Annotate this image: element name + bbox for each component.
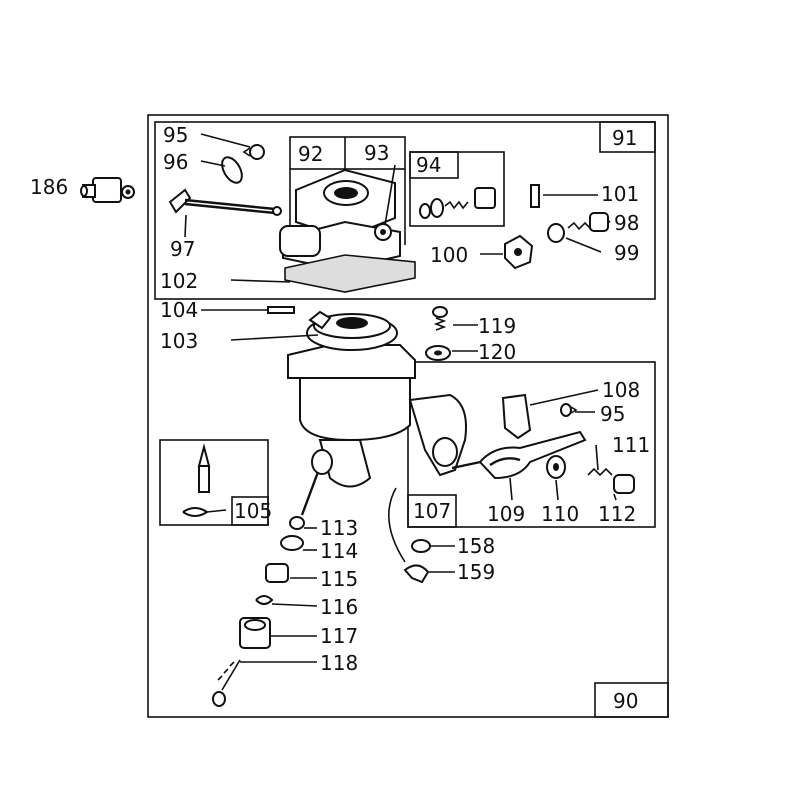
leader-lines: [184, 133, 617, 663]
callout-112: 112: [598, 502, 636, 526]
callout-104: 104: [160, 298, 198, 322]
callout-97: 97: [170, 237, 195, 261]
bracket-108: [501, 393, 532, 440]
callout-95-top: 95: [163, 123, 188, 147]
gasket-102: [284, 254, 416, 293]
callout-102: 102: [160, 269, 198, 293]
group-107-label-box: [407, 494, 457, 528]
group-105-frame: [159, 439, 269, 526]
callout-98: 98: [614, 211, 639, 235]
callout-114: 114: [320, 539, 358, 563]
clip-159: [403, 564, 430, 584]
screw-119: [432, 306, 448, 331]
group-90-label-box: [594, 682, 669, 718]
washer-158: [411, 539, 431, 553]
callout-95-right: 95: [600, 402, 625, 426]
pin-104: [267, 306, 295, 314]
callout-109: 109: [487, 502, 525, 526]
screw-112: [613, 474, 635, 494]
callout-105: 105: [234, 499, 272, 523]
group-94-label-box: [409, 151, 459, 179]
washer-99: [547, 223, 565, 243]
lever-109: [478, 430, 587, 480]
callout-103: 103: [160, 329, 198, 353]
callout-92: 92: [298, 142, 323, 166]
screw-95-top: [242, 144, 265, 160]
group-92-frame: [289, 136, 406, 170]
float-valve-94: [419, 187, 496, 219]
callout-90: 90: [613, 689, 638, 713]
callout-94: 94: [416, 153, 441, 177]
screw-95-right: [560, 403, 578, 417]
callout-118: 118: [320, 651, 358, 675]
pin-101: [530, 184, 540, 208]
callout-107: 107: [413, 499, 451, 523]
callout-96: 96: [163, 150, 188, 174]
fitting-186: [80, 177, 135, 203]
callout-119: 119: [478, 314, 516, 338]
callout-108: 108: [602, 378, 640, 402]
carburetor-body: [287, 310, 491, 488]
callout-93: 93: [364, 141, 389, 165]
callout-159: 159: [457, 560, 495, 584]
callout-101: 101: [601, 182, 639, 206]
group-91-label-box: [599, 121, 656, 153]
needle-105: [182, 443, 227, 517]
callout-100: 100: [430, 243, 468, 267]
outer-frame: [147, 114, 669, 718]
callout-117: 117: [320, 624, 358, 648]
callout-115: 115: [320, 567, 358, 591]
callout-99: 99: [614, 241, 639, 265]
shaft-97: [168, 188, 282, 216]
callout-158: 158: [457, 534, 495, 558]
spring-111: [587, 467, 613, 477]
callout-120: 120: [478, 340, 516, 364]
needle-98: [567, 212, 609, 232]
group-105-label-box: [231, 496, 269, 526]
callout-116: 116: [320, 595, 358, 619]
fitting-100: [504, 234, 534, 270]
callout-110: 110: [541, 502, 579, 526]
callout-111: 111: [612, 433, 650, 457]
callout-113: 113: [320, 516, 358, 540]
callout-186: 186: [30, 175, 68, 199]
throttle-body-92: [279, 168, 401, 272]
group-91-frame: [154, 121, 656, 300]
jet-assembly: [212, 471, 320, 707]
disc-96: [221, 156, 243, 184]
group-107-frame: [407, 361, 656, 528]
callout-91: 91: [612, 126, 637, 150]
